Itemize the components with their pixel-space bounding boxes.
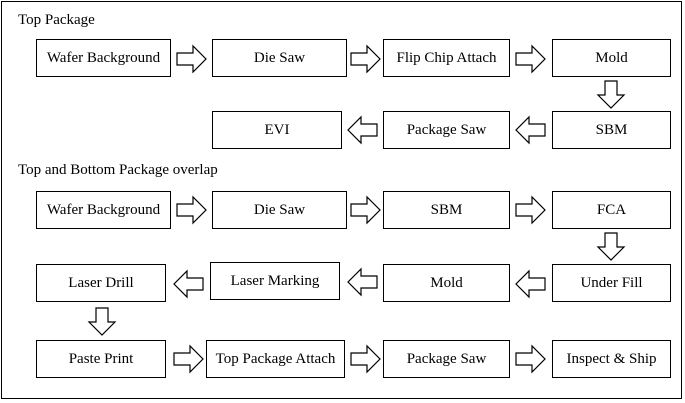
arrow-right-icon	[173, 344, 204, 374]
arrow-right-icon	[350, 195, 381, 225]
step-mold-top: Mold	[552, 39, 671, 77]
step-sbm-top: SBM	[552, 111, 671, 149]
step-evi: EVI	[212, 111, 342, 149]
arrow-left-icon	[347, 115, 378, 145]
step-paste-print: Paste Print	[36, 340, 166, 378]
step-under-fill: Under Fill	[552, 264, 671, 302]
arrow-left-icon	[515, 115, 546, 145]
step-sbm-overlap: SBM	[383, 191, 510, 229]
arrow-right-icon	[515, 195, 546, 225]
step-laser-drill: Laser Drill	[36, 264, 166, 302]
step-die-saw-overlap: Die Saw	[212, 191, 347, 229]
section-title-top-package: Top Package	[18, 12, 95, 28]
arrow-right-icon	[350, 44, 381, 74]
arrow-right-icon	[350, 344, 381, 374]
arrow-right-icon	[176, 195, 207, 225]
arrow-left-icon	[347, 267, 378, 297]
step-mold-overlap: Mold	[383, 264, 510, 302]
step-die-saw-top: Die Saw	[212, 39, 347, 77]
step-top-package-attach: Top Package Attach	[206, 340, 345, 378]
step-fca: FCA	[552, 191, 671, 229]
step-wafer-background-top: Wafer Background	[36, 39, 171, 77]
section-title-overlap: Top and Bottom Package overlap	[18, 162, 218, 178]
step-laser-marking: Laser Marking	[210, 262, 340, 300]
arrow-down-icon	[87, 307, 117, 336]
arrow-right-icon	[176, 44, 207, 74]
arrow-right-icon	[515, 344, 546, 374]
arrow-right-icon	[515, 44, 546, 74]
arrow-left-icon	[515, 269, 546, 299]
step-wafer-background-overlap: Wafer Background	[36, 191, 171, 229]
step-package-saw-top: Package Saw	[383, 111, 510, 149]
arrow-down-icon	[596, 80, 626, 109]
arrow-left-icon	[173, 269, 204, 299]
step-inspect-ship: Inspect & Ship	[552, 340, 671, 378]
step-package-saw-overlap: Package Saw	[383, 340, 510, 378]
step-flip-chip-attach: Flip Chip Attach	[383, 39, 510, 77]
arrow-down-icon	[596, 232, 626, 261]
